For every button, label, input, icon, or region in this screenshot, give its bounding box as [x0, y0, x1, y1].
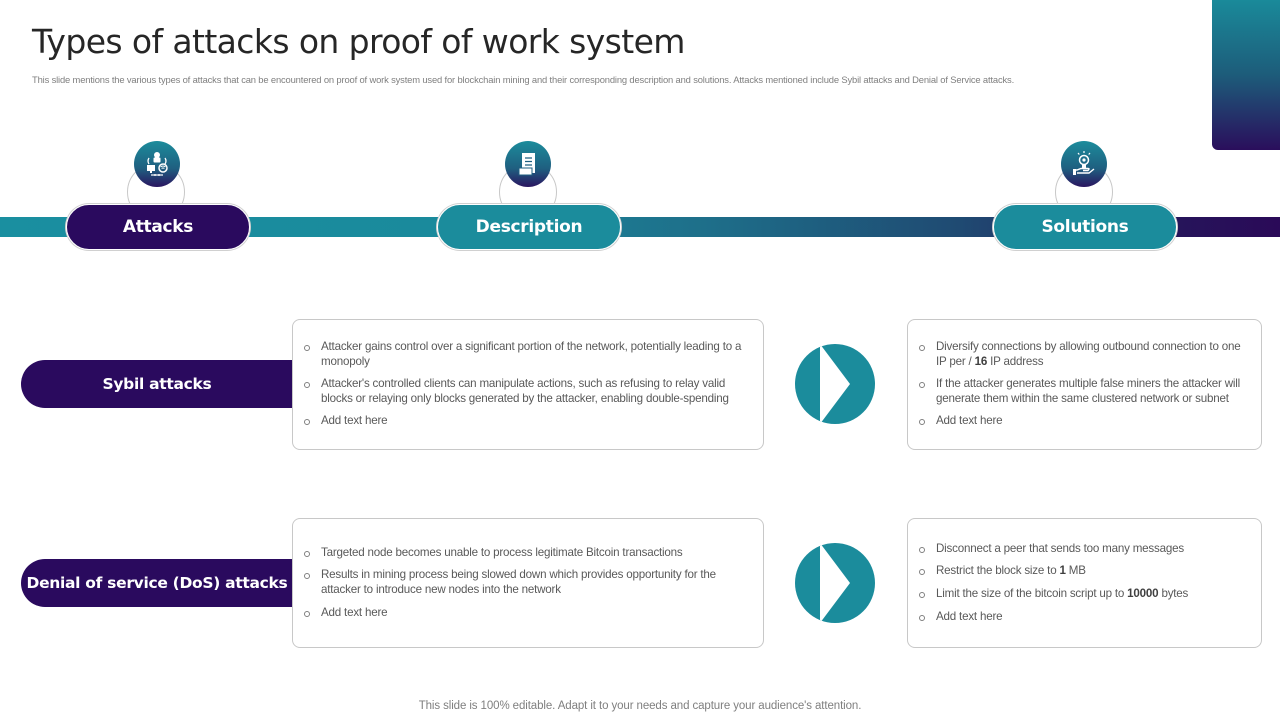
- solution-item: Limit the size of the bitcoin script up …: [918, 587, 1247, 602]
- description-item: Targeted node becomes unable to process …: [303, 546, 749, 561]
- arrow-right-icon: [795, 543, 875, 623]
- solutions-card-dos: Disconnect a peer that sends too many me…: [907, 518, 1262, 648]
- row-label-dos-attacks: Denial of service (DoS) attacks: [21, 559, 293, 607]
- solution-item: Diversify connections by allowing outbou…: [918, 340, 1247, 369]
- row-label-sybil-attacks: Sybil attacks: [21, 360, 293, 408]
- description-item: Add text here: [303, 414, 749, 429]
- slide-title: Types of attacks on proof of work system: [32, 22, 685, 61]
- solution-item: Add text here: [918, 414, 1247, 429]
- header-solutions: Solutions: [993, 204, 1177, 250]
- header-band: [0, 217, 1280, 237]
- slide-subtitle: This slide mentions the various types of…: [32, 74, 1015, 85]
- lightbulb-hand-icon: [1061, 141, 1107, 187]
- description-item: Attacker gains control over a significan…: [303, 340, 749, 369]
- description-item: Attacker's controlled clients can manipu…: [303, 377, 749, 406]
- solution-item: Add text here: [918, 610, 1247, 625]
- solution-item: Restrict the block size to 1 MB: [918, 564, 1247, 579]
- header-attacks: Attacks: [66, 204, 250, 250]
- header-description: Description: [437, 204, 621, 250]
- description-card-sybil: Attacker gains control over a significan…: [292, 319, 764, 450]
- slide-footer: This slide is 100% editable. Adapt it to…: [418, 700, 862, 712]
- hacker-network-icon: [134, 141, 180, 187]
- solution-item: Disconnect a peer that sends too many me…: [918, 542, 1247, 557]
- solution-item: If the attacker generates multiple false…: [918, 377, 1247, 406]
- corner-accent-block: [1212, 0, 1280, 150]
- arrow-right-icon: [795, 344, 875, 424]
- document-icon: [505, 141, 551, 187]
- description-card-dos: Targeted node becomes unable to process …: [292, 518, 764, 648]
- description-item: Results in mining process being slowed d…: [303, 568, 749, 597]
- solutions-card-sybil: Diversify connections by allowing outbou…: [907, 319, 1262, 450]
- description-item: Add text here: [303, 606, 749, 621]
